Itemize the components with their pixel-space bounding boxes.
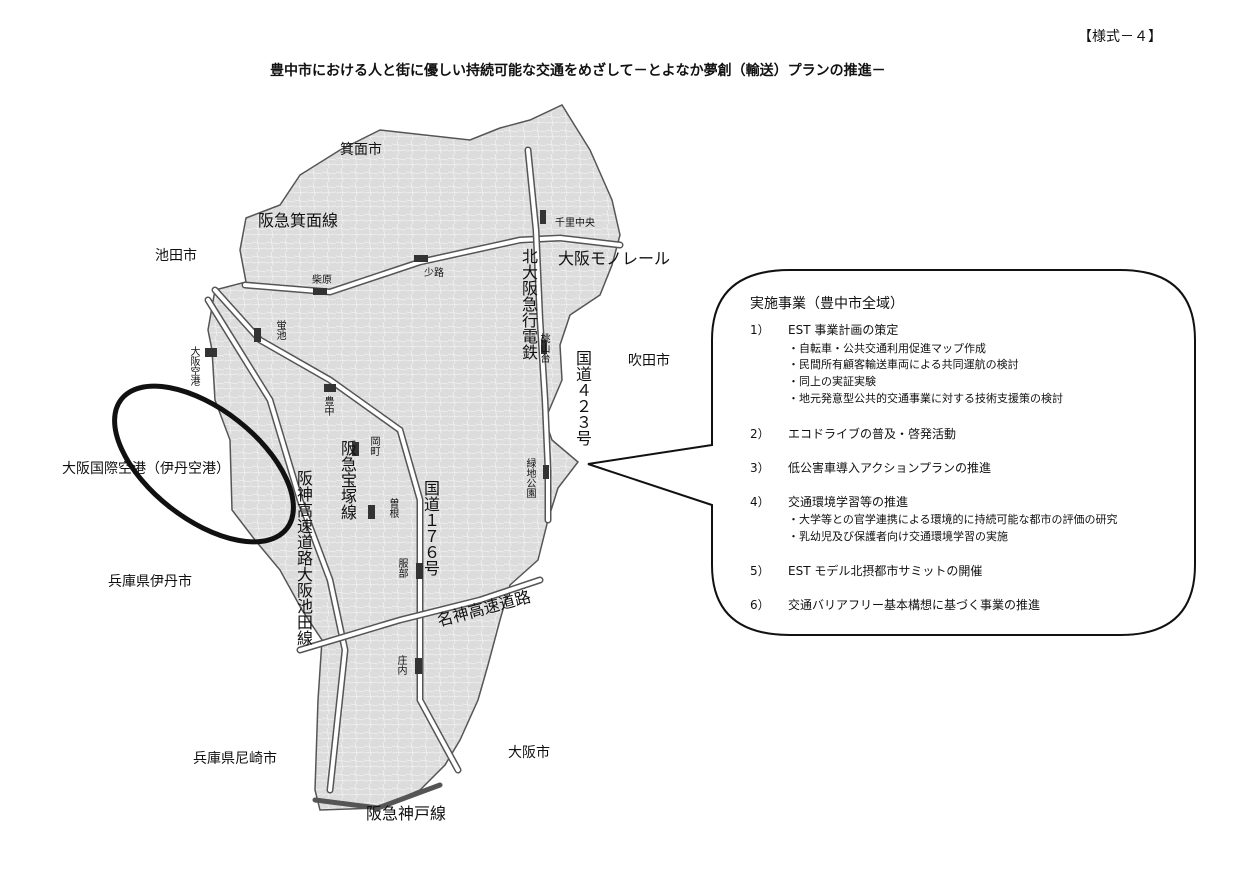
callout-sub-item: ・同上の実証実験 [788,375,876,388]
form-label: 【様式－４】 [1078,29,1162,45]
label-osaka-monorail: 大阪モノレール [558,249,671,268]
station-label-sone: 曽根 [387,498,398,518]
callout-item-num: 4） [750,495,770,509]
station-marker-hattori [416,563,423,579]
document-title: 豊中市における人と街に優しい持続可能な交通をめざして－とよなか夢創（輸送）プラン… [270,63,886,79]
callout-item-2: 2） エコドライブの普及・啓発活動 [750,425,956,442]
callout-heading: 実施事業（豊中市全域） [750,296,904,312]
neighbor-city-itami: 兵庫県伊丹市 [108,574,192,590]
callout-item-num: 1） [750,323,770,337]
label-route-423: 国道４２３号 [573,350,592,446]
neighbor-city-osaka: 大阪市 [508,745,550,761]
station-marker-ishibashi [254,328,261,342]
callout-item-num: 2） [750,427,770,441]
label-hanshin-expressway: 阪神高速道路大阪池田線 [294,470,313,646]
hankyu-kobe-line [312,782,443,811]
station-label-hattori: 服部 [396,558,407,578]
station-label-shibahara: 柴原 [312,275,332,286]
callout-item-text: 低公害車導入アクションプランの推進 [788,461,992,475]
callout-item-4: 4） 交通環境学習等の推進 [750,493,908,510]
callout-item-num: 6） [750,598,770,612]
station-marker-toyonaka [324,384,336,392]
label-hankyu-kobe: 阪急神戸線 [366,804,447,823]
station-label-shoji: 少路 [424,268,444,279]
callout-box [587,269,1196,636]
station-label-osaka-airport: 大阪空港 [188,346,199,386]
callout-item-text: 交通環境学習等の推進 [788,495,909,509]
station-label-ryokuchi-koen: 緑地公園 [524,458,535,498]
neighbor-city-suita: 吹田市 [628,353,670,369]
callout-item-text: 交通バリアフリー基本構想に基づく事業の推進 [788,598,1041,612]
callout-item-text: EST モデル北摂都市サミットの開催 [788,564,983,578]
station-marker-okamachi [352,442,359,456]
station-marker-shonai [415,658,422,674]
station-marker-senri-chuo [540,210,546,224]
neighbor-city-amagasaki: 兵庫県尼崎市 [193,751,277,767]
label-hankyu-takarazuka: 阪急宝塚線 [338,440,357,520]
callout-sub-item: ・民間所有顧客輸送車両による共同運航の検討 [788,358,1019,371]
callout-item-6: 6） 交通バリアフリー基本構想に基づく事業の推進 [750,596,1040,613]
callout-item-text: EST 事業計画の策定 [788,323,899,337]
callout-item-1: 1） EST 事業計画の策定 [750,321,898,338]
callout-sub-item: ・地元発意型公共的交通事業に対する技術支援策の検討 [788,392,1063,405]
callout-item-text: エコドライブの普及・啓発活動 [788,427,957,441]
neighbor-city-minoh: 箕面市 [340,142,382,158]
station-marker-ryokuchi-koen [543,465,549,479]
station-marker-osaka-airport [205,348,217,357]
station-label-shonai: 庄内 [395,655,406,675]
airport-ellipse [112,383,296,545]
station-label-ishibashi: 蛍池 [274,320,285,340]
city-area [207,104,621,811]
station-marker-momoyamadai [541,340,547,354]
airport-label: 大阪国際空港（伊丹空港） [62,461,230,477]
neighbor-city-ikeda: 池田市 [155,248,197,264]
label-kita-osaka-kyuko: 北大阪急行電鉄 [519,248,538,360]
station-marker-shibahara [313,288,327,295]
callout-sub-item: ・大学等との官学連携による環境的に持続可能な都市の評価の研究 [788,513,1118,526]
callout-item-3: 3） 低公害車導入アクションプランの推進 [750,459,991,476]
callout-item-5: 5） EST モデル北摂都市サミットの開催 [750,562,982,579]
callout-item-num: 3） [750,461,770,475]
station-marker-sone [368,505,375,519]
station-label-momoyamadai: 桃山台 [538,333,549,363]
station-markers [205,210,549,674]
station-label-okamachi: 岡町 [368,436,379,456]
station-label-toyonaka: 豊中 [322,396,333,416]
station-label-senri-chuo: 千里中央 [555,218,595,229]
callout-sub-item: ・乳幼児及び保護者向け交通環境学習の実施 [788,530,1008,543]
label-route-176: 国道１７６号 [421,480,440,576]
label-hankyu-minoo: 阪急箕面線 [258,211,339,230]
station-marker-shoji [414,255,428,262]
callout-item-num: 5） [750,564,770,578]
callout-sub-item: ・自転車・公共交通利用促進マップ作成 [788,342,986,355]
